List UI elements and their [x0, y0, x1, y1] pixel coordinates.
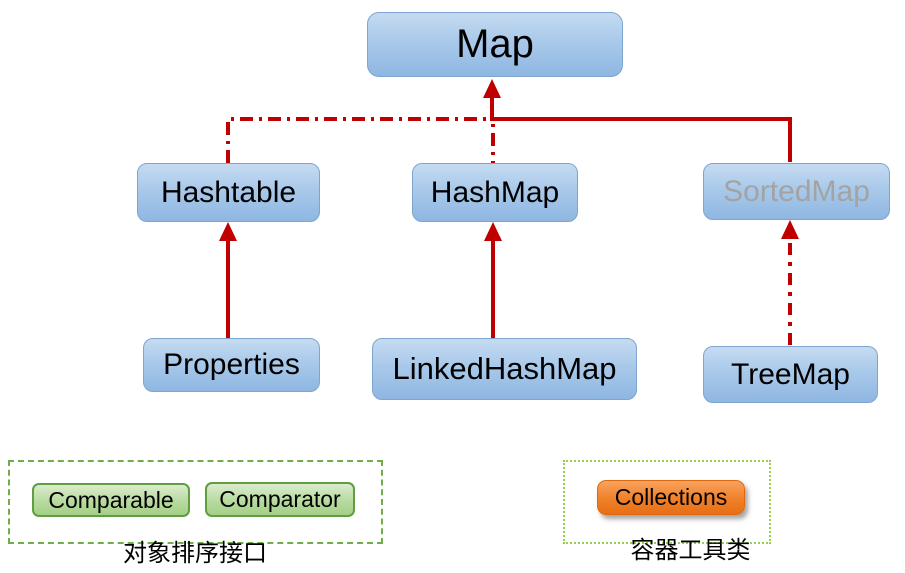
node-collections-label: Collections: [614, 484, 728, 510]
node-map: Map: [367, 12, 623, 77]
legend-sorting-caption: 对象排序接口: [123, 540, 267, 567]
node-hashtable-label: Hashtable: [160, 175, 297, 209]
node-properties-label: Properties: [163, 348, 300, 381]
node-comparable: Comparable: [32, 483, 190, 517]
legend-utility-class-frame: [563, 460, 771, 544]
arrowhead-hashtable: [219, 222, 237, 241]
node-treemap-label: TreeMap: [731, 357, 850, 391]
node-linkedhashmap-label: LinkedHashMap: [392, 351, 617, 386]
node-treemap: TreeMap: [703, 346, 878, 403]
node-comparator: Comparator: [205, 482, 355, 517]
node-linkedhashmap: LinkedHashMap: [372, 338, 637, 400]
node-hashmap: HashMap: [412, 163, 578, 222]
node-map-label: Map: [456, 22, 534, 66]
node-sortedmap: SortedMap: [703, 163, 890, 220]
node-comparator-label: Comparator: [219, 486, 341, 512]
node-hashmap-label: HashMap: [430, 175, 560, 209]
arrowhead-sortedmap: [781, 220, 799, 239]
edge-sortedmap-to-map: [492, 117, 792, 162]
node-properties: Properties: [143, 338, 320, 392]
arrowhead-map: [483, 79, 501, 98]
node-comparable-label: Comparable: [48, 486, 174, 513]
node-hashtable: Hashtable: [137, 163, 320, 222]
arrowhead-hashmap: [484, 222, 502, 241]
legend-sorting-interfaces-frame: [8, 460, 383, 544]
edge-hashtable-to-map: [226, 117, 489, 163]
node-sortedmap-label: SortedMap: [723, 174, 870, 208]
node-collections: Collections: [597, 480, 745, 515]
legend-utility-caption: 容器工具类: [630, 537, 751, 564]
